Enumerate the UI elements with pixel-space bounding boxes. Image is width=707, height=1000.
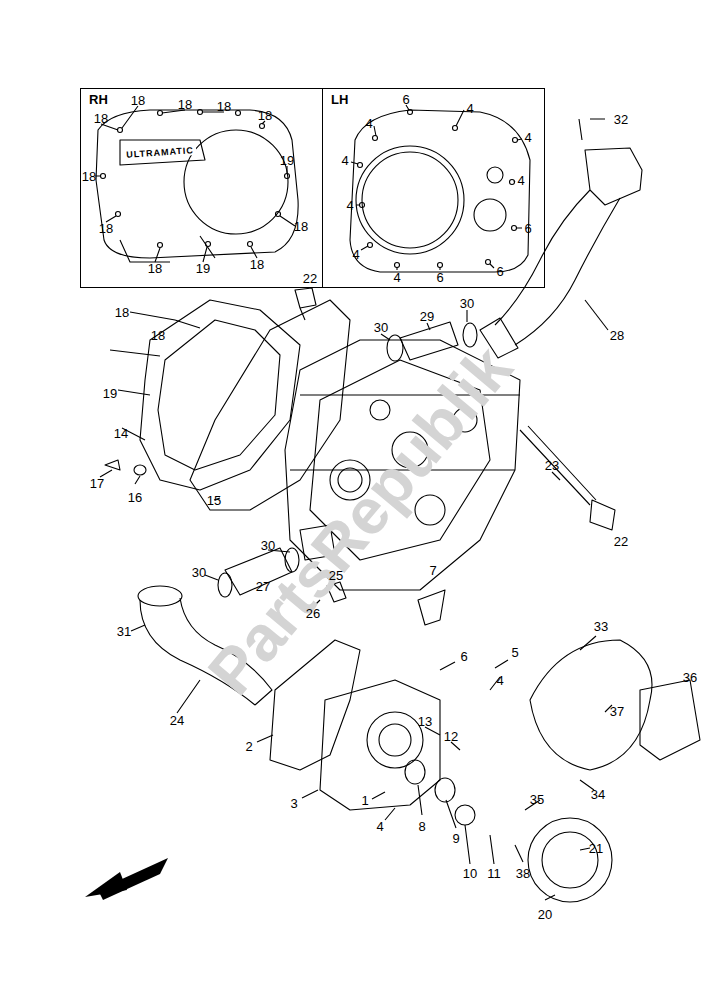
callout-number: 4 — [346, 199, 353, 212]
callout-number: 6 — [524, 222, 531, 235]
callout-number: 6 — [496, 265, 503, 278]
callout-number: 30 — [460, 297, 474, 310]
callout-number: 18 — [217, 100, 231, 113]
callout-number: 31 — [117, 625, 131, 638]
callout-number: 20 — [538, 908, 552, 921]
watermark: PartsRepublik — [197, 335, 523, 706]
callout-number: 24 — [170, 714, 184, 727]
callout-number: 18 — [151, 329, 165, 342]
callout-number: 21 — [589, 842, 603, 855]
callout-number: 12 — [444, 730, 458, 743]
callout-number: 22 — [303, 272, 317, 285]
view-label: LH — [331, 93, 348, 106]
callout-number: 33 — [594, 620, 608, 633]
callout-number: 4 — [376, 820, 383, 833]
callout-number: 38 — [516, 867, 530, 880]
callout-number: 18 — [250, 258, 264, 271]
callout-number: 25 — [329, 569, 343, 582]
callout-number: 4 — [466, 102, 473, 115]
callout-number: 4 — [393, 271, 400, 284]
callout-number: 36 — [683, 671, 697, 684]
callout-number: 9 — [452, 832, 459, 845]
callout-number: 4 — [524, 131, 531, 144]
callout-number: 5 — [511, 646, 518, 659]
callout-number: 18 — [294, 220, 308, 233]
callout-number: 19 — [280, 154, 294, 167]
callout-number: 17 — [90, 477, 104, 490]
callout-number: 34 — [591, 788, 605, 801]
callout-number: 1 — [361, 794, 368, 807]
callout-number: 28 — [610, 329, 624, 342]
callout-number: 10 — [463, 867, 477, 880]
callout-number: 18 — [258, 109, 272, 122]
callout-number: 30 — [192, 566, 206, 579]
callout-number: 18 — [94, 112, 108, 125]
callout-number: 14 — [114, 427, 128, 440]
callout-number: 37 — [610, 705, 624, 718]
callout-number: 4 — [352, 248, 359, 261]
callout-number: 4 — [365, 117, 372, 130]
callout-number: 11 — [487, 867, 501, 880]
callout-number: 32 — [614, 113, 628, 126]
callout-number: 18 — [178, 98, 192, 111]
callout-number: 6 — [436, 271, 443, 284]
callout-number: 35 — [530, 793, 544, 806]
callout-number: 13 — [418, 715, 432, 728]
callout-number: 26 — [306, 607, 320, 620]
callout-number: 6 — [402, 93, 409, 106]
cover-logo: ULTRAMATIC — [124, 146, 196, 160]
callout-number: 23 — [545, 459, 559, 472]
callout-number: 30 — [261, 539, 275, 552]
callout-number: 19 — [103, 387, 117, 400]
callout-number: 18 — [99, 222, 113, 235]
callout-number: 18 — [131, 94, 145, 107]
callout-number: 18 — [82, 170, 96, 183]
callout-number: 4 — [517, 174, 524, 187]
callout-number: 19 — [196, 262, 210, 275]
callout-number: 8 — [418, 820, 425, 833]
callout-number: 6 — [460, 650, 467, 663]
callout-number: 16 — [128, 491, 142, 504]
callout-number: 4 — [496, 674, 503, 687]
callout-number: 18 — [115, 306, 129, 319]
callout-number: 18 — [148, 262, 162, 275]
callout-number: 27 — [256, 580, 270, 593]
callout-number: 4 — [341, 154, 348, 167]
callout-number: 15 — [207, 494, 221, 507]
callout-number: 30 — [374, 321, 388, 334]
callout-number: 29 — [420, 310, 434, 323]
callout-number: 3 — [290, 797, 297, 810]
view-label: RH — [89, 93, 108, 106]
callout-number: 7 — [429, 564, 436, 577]
callout-number: 2 — [245, 740, 252, 753]
inset-view-box: RH — [80, 88, 323, 288]
callout-number: 22 — [614, 535, 628, 548]
